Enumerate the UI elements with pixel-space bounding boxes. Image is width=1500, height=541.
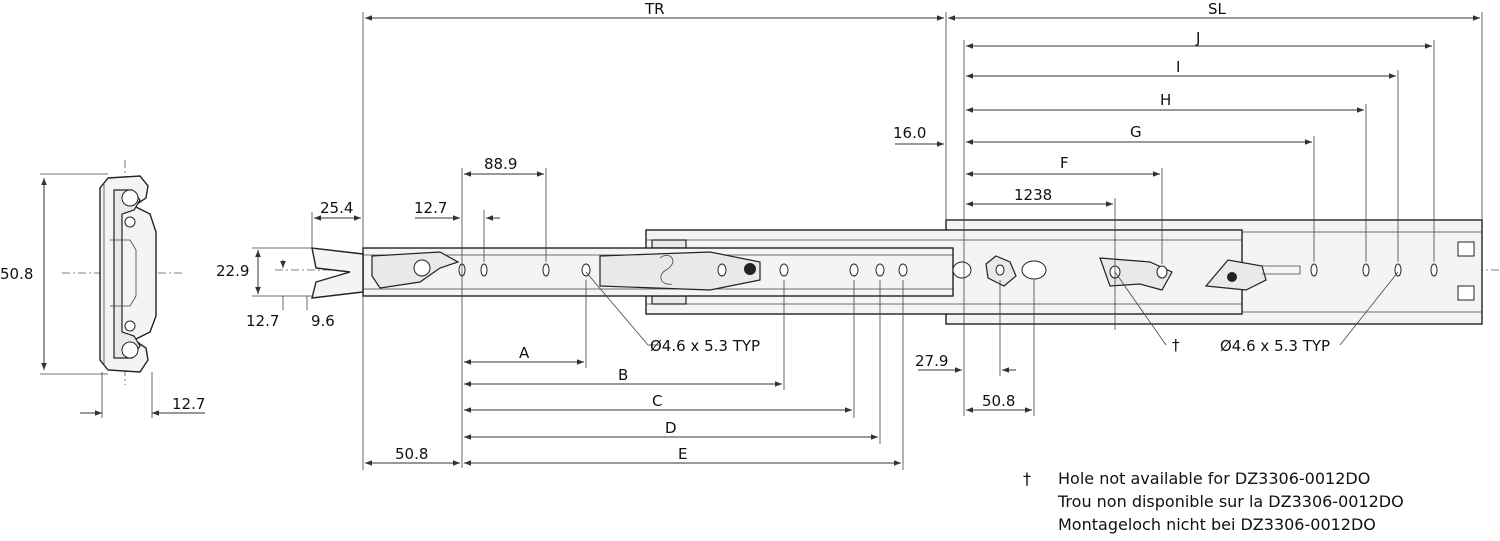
dim-50-8-right: 50.8 xyxy=(982,392,1015,410)
dim-B: B xyxy=(618,366,628,384)
dim-E: E xyxy=(678,445,687,463)
footnote-line-fr: Trou non disponible sur la DZ3306-0012DO xyxy=(1057,492,1404,511)
dim-J: J xyxy=(1195,29,1200,47)
dim-SL: SL xyxy=(1208,0,1227,18)
dim-12-7-top: 12.7 xyxy=(414,199,447,217)
dim-12-7-profile: 12.7 xyxy=(172,395,205,413)
dim-25-4: 25.4 xyxy=(320,199,353,217)
dim-88-9: 88.9 xyxy=(484,155,517,173)
dim-1238: 1238 xyxy=(1014,186,1052,204)
dim-C: C xyxy=(652,392,662,410)
dim-9-6: 9.6 xyxy=(311,312,335,330)
footnote-symbol: † xyxy=(1023,469,1031,488)
dim-16-0: 16.0 xyxy=(893,124,926,142)
dim-TR: TR xyxy=(644,0,665,18)
dim-27-9: 27.9 xyxy=(915,352,948,370)
profile-view xyxy=(62,160,185,385)
dim-50-8-profile: 50.8 xyxy=(0,265,33,283)
hole-spec-left: Ø4.6 x 5.3 TYP xyxy=(650,337,760,355)
dim-22-9: 22.9 xyxy=(216,262,249,280)
hole-spec-right: Ø4.6 x 5.3 TYP xyxy=(1220,337,1330,355)
dim-G: G xyxy=(1130,123,1142,141)
footnote-line-en: Hole not available for DZ3306-0012DO xyxy=(1058,469,1370,488)
mounting-holes-outer xyxy=(952,255,1438,291)
dim-H: H xyxy=(1160,91,1171,109)
dim-A: A xyxy=(519,344,530,362)
dim-50-8-bottom: 50.8 xyxy=(395,445,428,463)
dim-D: D xyxy=(665,419,677,437)
dim-12-7-side: 12.7 xyxy=(246,312,279,330)
dagger-marker: † xyxy=(1172,336,1180,354)
footnote-line-de: Montageloch nicht bei DZ3306-0012DO xyxy=(1058,515,1376,534)
mounting-holes-inner xyxy=(458,263,908,277)
footnote: † Hole not available for DZ3306-0012DO T… xyxy=(1023,469,1404,534)
dim-F: F xyxy=(1060,154,1069,172)
dim-I: I xyxy=(1176,58,1180,76)
